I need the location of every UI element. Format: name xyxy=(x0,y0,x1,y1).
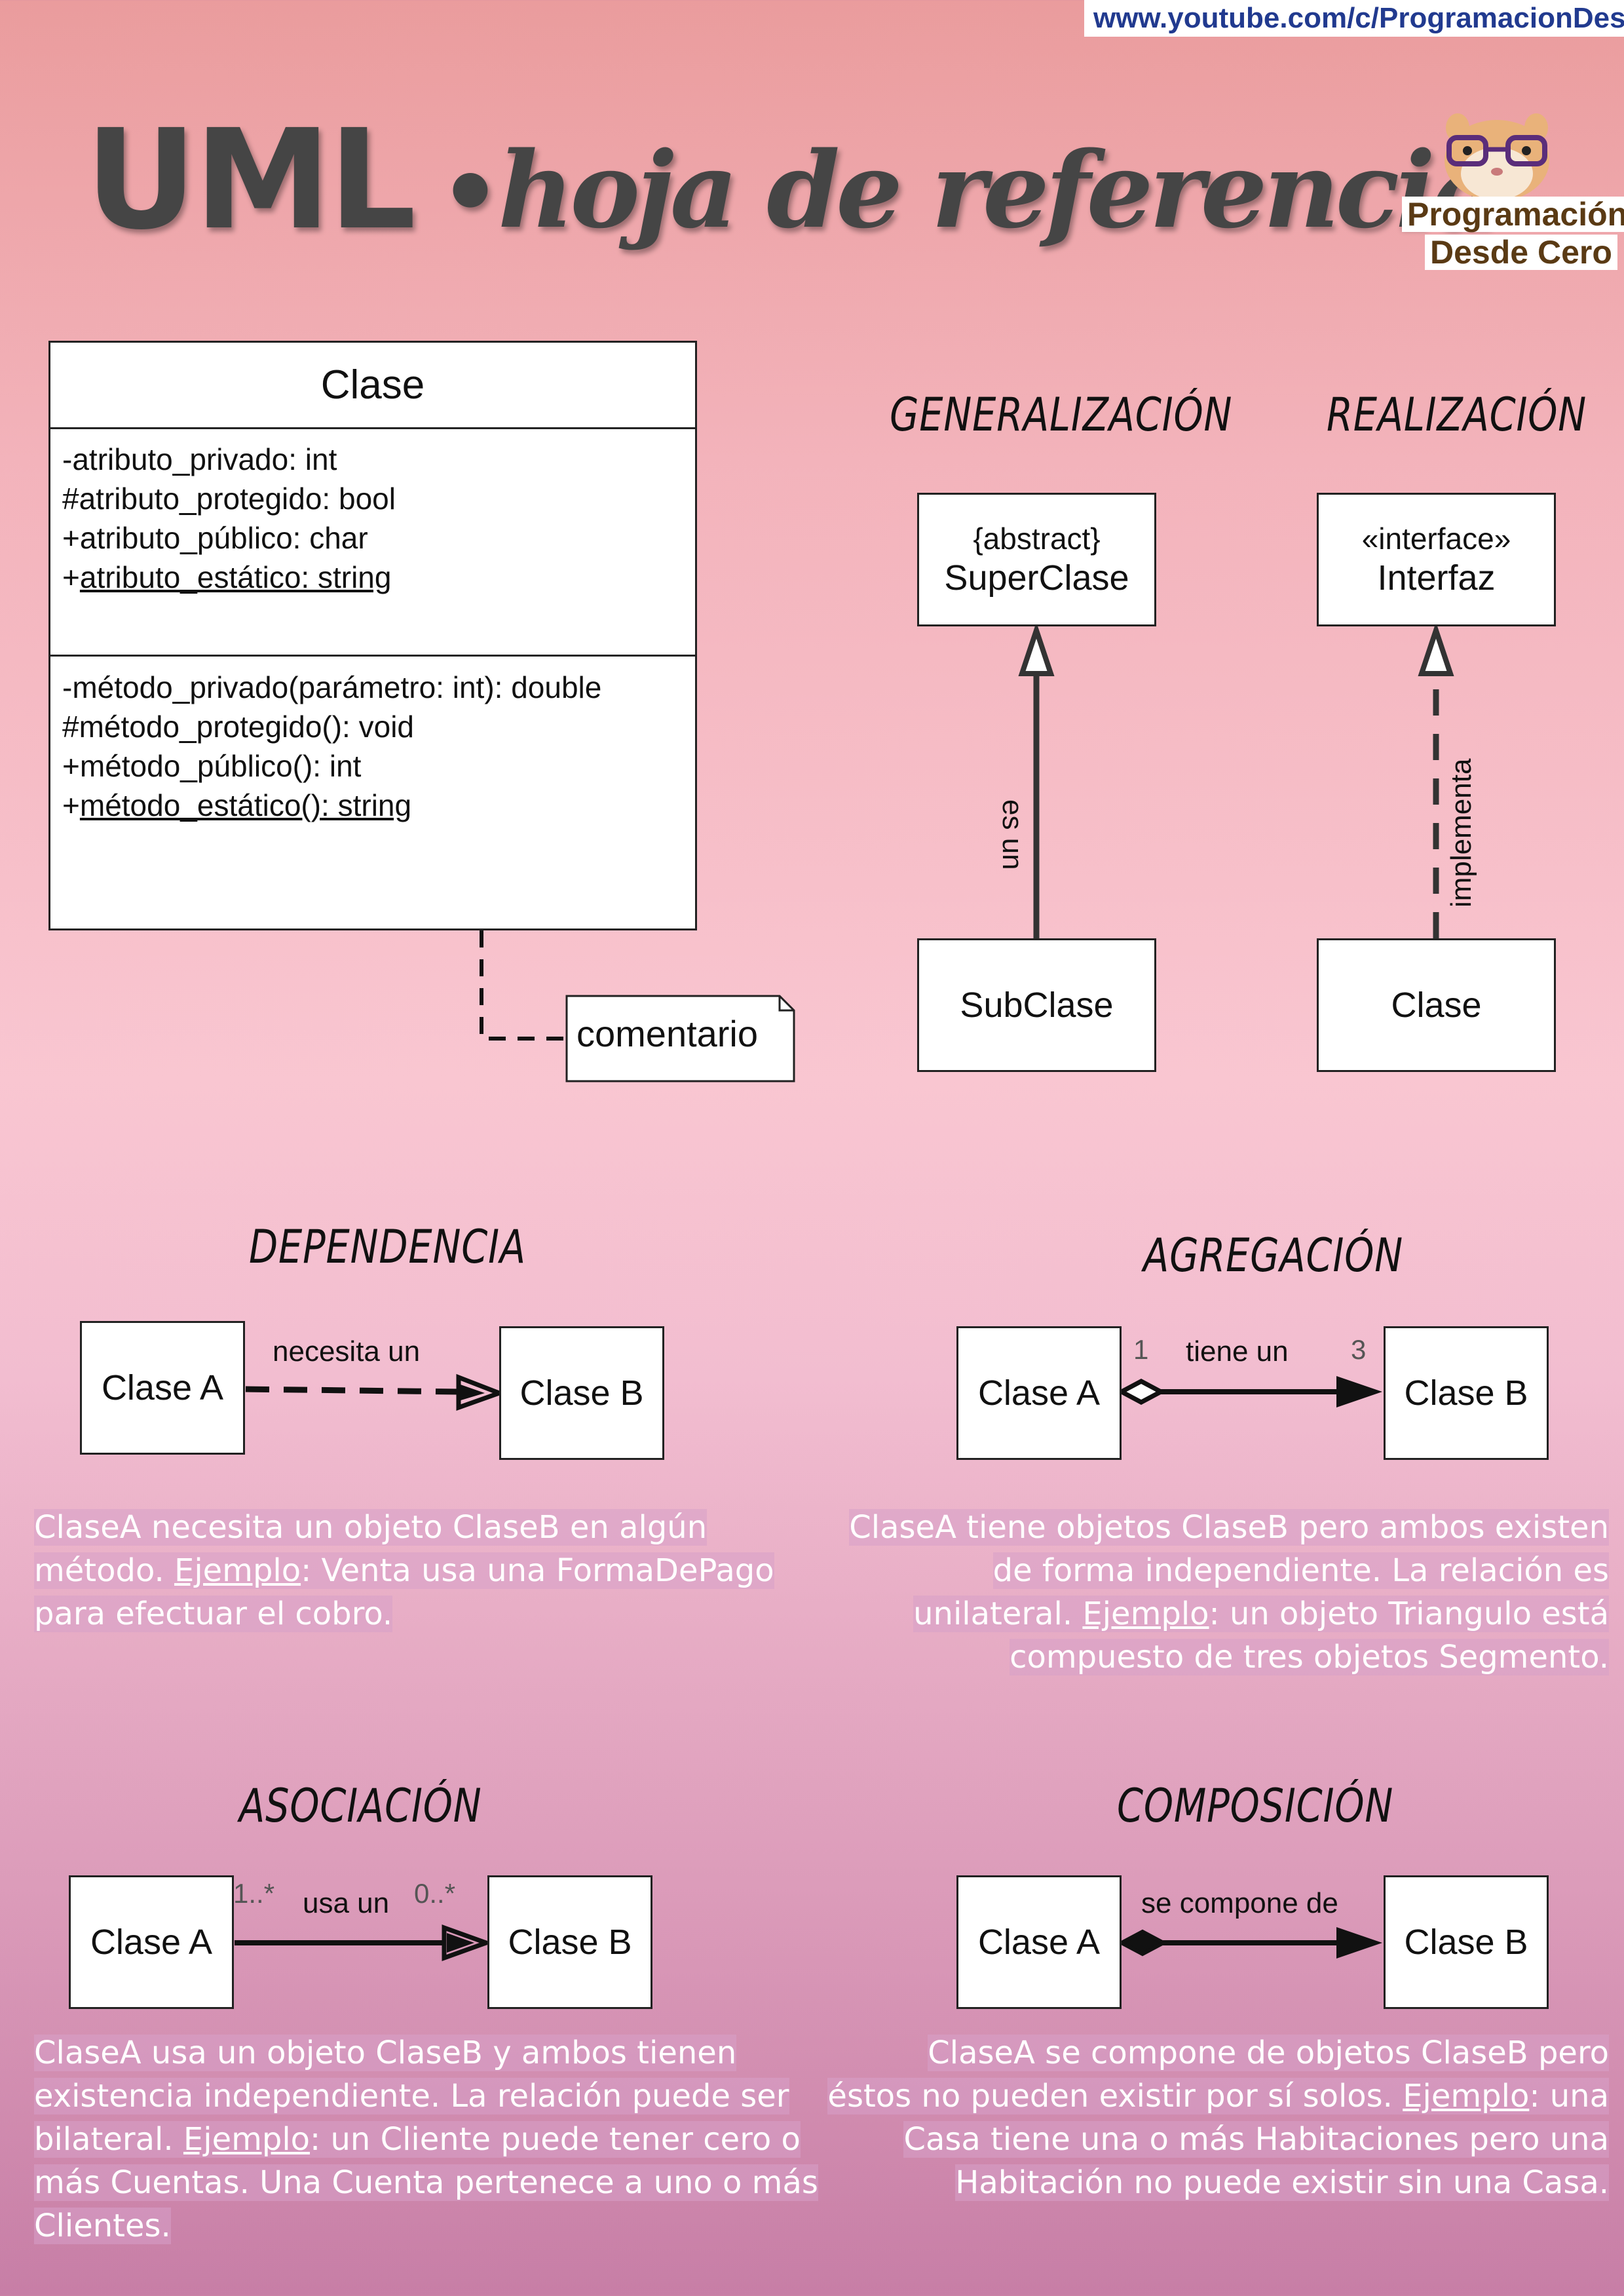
dependency-class-b: Clase B xyxy=(499,1326,664,1460)
class-diagram-box: Clase -atributo_privado: int #atributo_p… xyxy=(48,341,697,930)
attribute-line: +atributo_público: char xyxy=(62,521,368,555)
association-class-a: Clase A xyxy=(69,1875,234,2009)
interface-stereotype: «interface» xyxy=(1361,522,1511,556)
class-a-label: Clase A xyxy=(101,1368,224,1407)
implementing-class-box: Clase xyxy=(1317,938,1556,1072)
method-line: +método_público(): int xyxy=(62,749,362,783)
heading-agregacion: AGREGACIÓN xyxy=(1143,1229,1403,1282)
method-line: -método_privado(parámetro: int): double xyxy=(62,670,602,704)
aggregation-diamond xyxy=(1116,1379,1166,1405)
composition-diamond xyxy=(1117,1929,1168,1957)
aggregation-description: ClaseA tiene objetos ClaseB pero ambos e… xyxy=(849,1509,1609,1675)
method-line-static: +método_estático(): string xyxy=(62,788,412,822)
class-name: Clase xyxy=(320,362,425,408)
comment-note-shape xyxy=(565,995,795,1082)
association-multiplicity-a: 1..* xyxy=(233,1878,275,1909)
heading-asociacion: ASOCIACIÓN xyxy=(239,1779,482,1833)
aggregation-class-a: Clase A xyxy=(956,1326,1122,1460)
class-b-label: Clase B xyxy=(519,1373,644,1413)
section-divider xyxy=(50,655,695,657)
composition-label: se compone de xyxy=(1141,1887,1338,1919)
method-line: #método_protegido(): void xyxy=(62,710,415,744)
youtube-url[interactable]: www.youtube.com/c/ProgramacionDesdeCero xyxy=(1084,0,1624,37)
interface-name: Interfaz xyxy=(1377,558,1496,598)
class-a-label: Clase A xyxy=(90,1923,213,1962)
composition-description: ClaseA se compone de objetos ClaseB pero… xyxy=(827,2035,1609,2201)
attribute-line: -atributo_privado: int xyxy=(62,442,337,476)
logo-text-line1: Programación xyxy=(1402,197,1624,232)
implementing-class-name: Clase xyxy=(1391,985,1482,1025)
realization-label: implementa xyxy=(1445,758,1477,908)
page-title-subtitle: hoja de referencia xyxy=(498,128,1500,252)
composition-class-a: Clase A xyxy=(956,1875,1122,2009)
heading-composicion: COMPOSICIÓN xyxy=(1117,1779,1394,1833)
class-name-section: Clase xyxy=(50,343,695,429)
attribute-line: #atributo_protegido: bool xyxy=(62,482,396,516)
class-b-label: Clase B xyxy=(508,1923,632,1962)
aggregation-multiplicity-b: 3 xyxy=(1351,1334,1367,1365)
association-arrowhead xyxy=(442,1924,493,1961)
association-label: usa un xyxy=(303,1887,390,1919)
comment-text: comentario xyxy=(576,1013,759,1054)
subclass-name: SubClase xyxy=(960,985,1114,1025)
generalization-label: es un xyxy=(996,799,1029,870)
interface-box: «interface» Interfaz xyxy=(1317,493,1556,626)
dependency-class-a: Clase A xyxy=(80,1321,245,1455)
heading-dependencia: DEPENDENCIA xyxy=(249,1220,526,1274)
association-description: ClaseA usa un objeto ClaseB y ambos tien… xyxy=(34,2035,818,2244)
aggregation-class-b: Clase B xyxy=(1384,1326,1549,1460)
class-b-label: Clase B xyxy=(1404,1923,1528,1962)
superclass-name: SuperClase xyxy=(944,558,1129,598)
class-a-label: Clase A xyxy=(977,1373,1101,1413)
aggregation-label: tiene un xyxy=(1186,1335,1289,1368)
page-title-uml: UML xyxy=(85,100,416,260)
aggregation-multiplicity-a: 1 xyxy=(1133,1334,1149,1365)
association-multiplicity-b: 0..* xyxy=(414,1878,456,1909)
attributes-section: -atributo_privado: int #atributo_protegi… xyxy=(62,440,396,597)
comment-connector xyxy=(480,930,567,1041)
dependency-line xyxy=(245,1386,459,1395)
class-b-label: Clase B xyxy=(1404,1373,1528,1413)
composition-class-b: Clase B xyxy=(1384,1875,1549,2009)
logo-text-line2: Desde Cero xyxy=(1425,235,1617,270)
association-class-b: Clase B xyxy=(487,1875,652,2009)
dependency-description: ClaseA necesita un objeto ClaseB en algú… xyxy=(34,1509,774,1632)
attribute-line-static: +atributo_estático: string xyxy=(62,560,392,594)
class-a-label: Clase A xyxy=(977,1923,1101,1962)
realization-arrowhead xyxy=(1418,622,1454,676)
dependency-label: necesita un xyxy=(273,1335,421,1368)
hamster-icon xyxy=(1445,113,1549,201)
heading-realizacion: REALIZACIÓN xyxy=(1327,388,1587,442)
aggregation-arrowhead xyxy=(1336,1376,1382,1407)
methods-section: -método_privado(parámetro: int): double … xyxy=(62,668,601,825)
abstract-stereotype: {abstract} xyxy=(973,522,1101,556)
generalization-arrowhead xyxy=(1018,622,1055,676)
heading-generalizacion: GENERALIZACIÓN xyxy=(890,388,1233,442)
superclass-box: {abstract} SuperClase xyxy=(917,493,1156,626)
title-separator: • xyxy=(439,136,502,250)
channel-logo: Programación Desde Cero xyxy=(1402,98,1624,288)
composition-arrowhead xyxy=(1336,1927,1382,1959)
subclass-box: SubClase xyxy=(917,938,1156,1072)
